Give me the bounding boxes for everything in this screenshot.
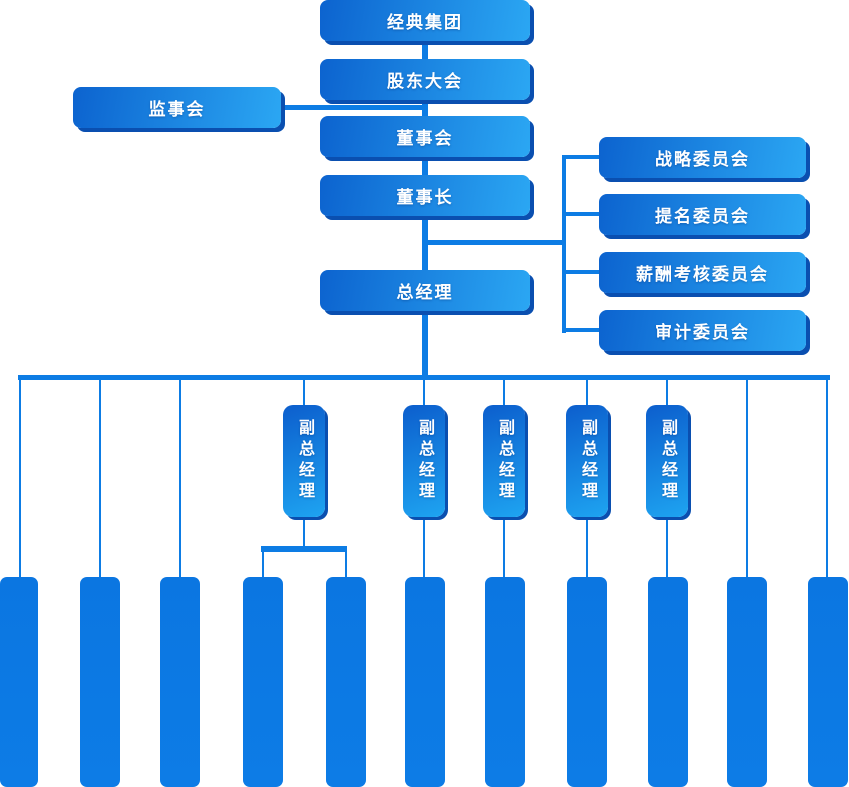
connector-drop	[345, 552, 347, 577]
node-committee-nomination: 提名委员会	[599, 194, 806, 235]
connector-drop	[303, 517, 305, 547]
connector-split-bar	[261, 546, 347, 552]
node-board-of-directors: 董事会	[320, 116, 530, 157]
connector-drop	[262, 552, 264, 577]
deputy-gm-label: 副总经理	[296, 419, 313, 503]
connector-committee-branch	[426, 240, 566, 245]
node-department	[0, 577, 38, 787]
connector-main-horizontal	[18, 375, 830, 380]
connector-drop	[19, 380, 21, 577]
node-department	[727, 577, 767, 787]
node-root: 经典集团	[320, 0, 530, 41]
node-department	[485, 577, 525, 787]
node-department	[648, 577, 688, 787]
connector-drop	[586, 380, 588, 405]
node-shareholders-meeting: 股东大会	[320, 59, 530, 100]
node-deputy-general-manager: 副总经理	[283, 405, 325, 517]
connector-committee-stub	[562, 270, 599, 274]
connector-committee-stub	[562, 212, 599, 216]
connector-drop	[666, 517, 668, 577]
connector-committee-stub	[562, 328, 599, 332]
node-supervisory-board: 监事会	[73, 87, 281, 128]
deputy-gm-label: 副总经理	[659, 419, 676, 503]
connector-board-chairman	[422, 157, 428, 175]
deputy-gm-label: 副总经理	[416, 419, 433, 503]
connector-root-shareholders	[422, 41, 428, 59]
node-department	[567, 577, 607, 787]
node-deputy-general-manager: 副总经理	[403, 405, 445, 517]
node-department	[243, 577, 283, 787]
node-department	[326, 577, 366, 787]
connector-drop	[423, 517, 425, 577]
node-chairman: 董事长	[320, 175, 530, 216]
connector-drop	[746, 380, 748, 577]
node-department	[160, 577, 200, 787]
connector-drop	[179, 380, 181, 577]
connector-committee-stub	[562, 155, 599, 159]
node-department	[80, 577, 120, 787]
node-department	[808, 577, 848, 787]
node-deputy-general-manager: 副总经理	[646, 405, 688, 517]
node-committee-strategy: 战略委员会	[599, 137, 806, 178]
connector-drop	[503, 380, 505, 405]
node-committee-remuneration: 薪酬考核委员会	[599, 252, 806, 293]
node-department	[405, 577, 445, 787]
node-general-manager: 总经理	[320, 270, 530, 311]
connector-drop	[423, 380, 425, 405]
node-committee-audit: 审计委员会	[599, 310, 806, 351]
node-deputy-general-manager: 副总经理	[483, 405, 525, 517]
connector-chairman-gm	[422, 216, 428, 270]
connector-drop	[666, 380, 668, 405]
connector-drop	[99, 380, 101, 577]
deputy-gm-label: 副总经理	[579, 419, 596, 503]
connector-drop	[586, 517, 588, 577]
connector-committee-bracket	[562, 155, 566, 333]
connector-gm-down	[422, 311, 428, 377]
connector-drop	[503, 517, 505, 577]
node-deputy-general-manager: 副总经理	[566, 405, 608, 517]
connector-drop	[303, 380, 305, 405]
connector-supervisory-branch	[278, 105, 428, 110]
connector-drop	[826, 380, 828, 577]
deputy-gm-label: 副总经理	[496, 419, 513, 503]
